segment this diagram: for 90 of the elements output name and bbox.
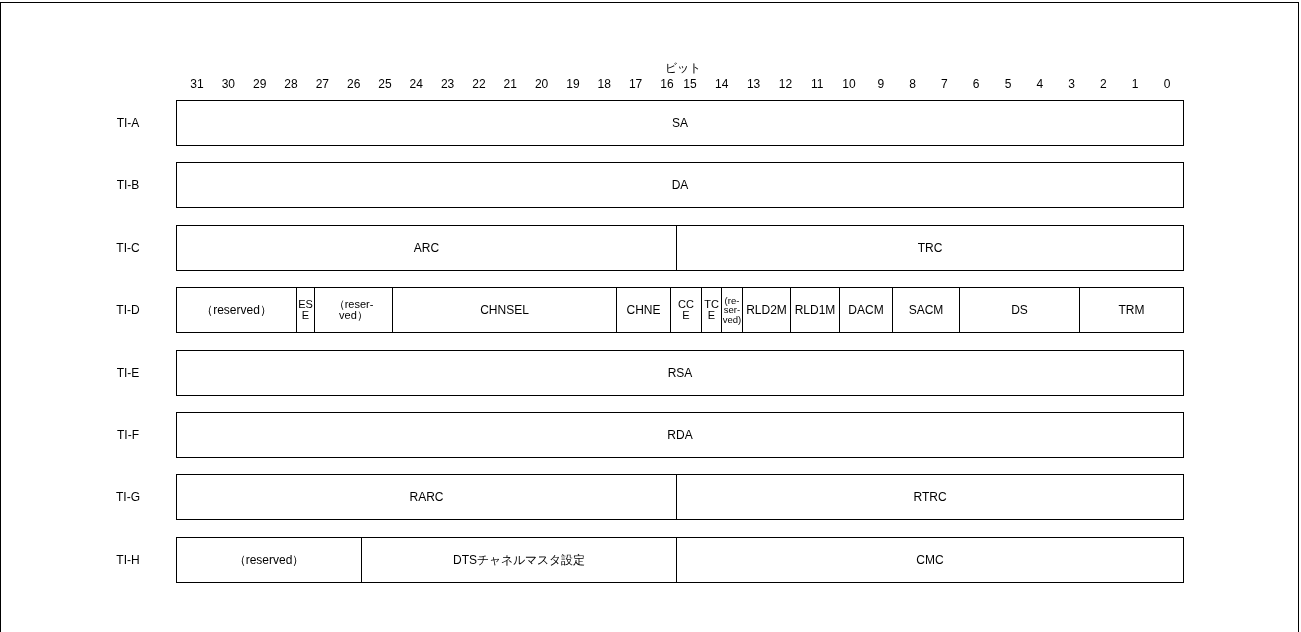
bit-number: 4 (1036, 77, 1044, 91)
bit-number: 10 (842, 77, 856, 91)
register-name: TI-E (116, 366, 140, 380)
bit-field-box (176, 537, 362, 583)
register-name: TI-F (117, 428, 139, 442)
bit-field-box (176, 100, 1184, 146)
bit-number: 17 (628, 77, 643, 91)
bit-field-box (361, 537, 677, 583)
register-name: TI-H (116, 553, 140, 567)
field-name: RSA (667, 366, 693, 380)
bit-number: 25 (378, 77, 392, 91)
bit-field-box (176, 412, 1184, 458)
bit-field-box (839, 287, 893, 333)
field-name: （reserved） (201, 303, 272, 317)
register-name: TI-B (116, 178, 140, 192)
field-name: RTRC (913, 490, 947, 504)
bit-field-box (616, 287, 671, 333)
bit-field-box (676, 474, 1184, 520)
bit-number: 30 (221, 77, 235, 91)
bit-field-box (314, 287, 393, 333)
bit-number: 0 (1163, 77, 1171, 91)
bit-number: 19 (566, 77, 580, 91)
bit-number: 9 (877, 77, 885, 91)
field-name: CHNE (626, 303, 661, 317)
bit-number: 18 (597, 77, 611, 91)
bit-number: 6 (972, 77, 980, 91)
register-name: TI-G (116, 490, 140, 504)
bit-field-box (959, 287, 1080, 333)
bit-number: 28 (284, 77, 298, 91)
field-name: SA (672, 116, 688, 130)
bit-number: 29 (253, 77, 267, 91)
bit-number: 26 (346, 77, 361, 91)
bit-field-box (392, 287, 617, 333)
bit-field-box (676, 225, 1184, 271)
field-name: CMC (916, 553, 944, 567)
field-name: DA (671, 178, 689, 192)
bit-number: 8 (909, 77, 916, 91)
field-name: DTSチャネルマスタ設定 (453, 553, 585, 567)
bit-number: 2 (1100, 77, 1107, 91)
field-name: CHNSEL (480, 303, 529, 317)
bit-field-box (1079, 287, 1184, 333)
bit-field-box (790, 287, 840, 333)
bit-number: 12 (778, 77, 793, 91)
field-name: TRC (917, 241, 943, 255)
field-name: RDA (667, 428, 693, 442)
field-name: CC E (678, 299, 694, 321)
field-name: DS (1011, 303, 1028, 317)
bit-number: 21 (503, 77, 517, 91)
field-name: RARC (409, 490, 444, 504)
bit-field-box (676, 537, 1184, 583)
bit-number: 15 (683, 77, 697, 91)
bit-field-box (701, 287, 722, 333)
bit-field-box (176, 474, 677, 520)
bit-field-box (670, 287, 702, 333)
bit-field-box (721, 287, 743, 333)
bit-number: 16 (660, 77, 674, 91)
register-name: TI-C (116, 241, 140, 255)
field-name: DACM (848, 303, 884, 317)
bit-number: 3 (1068, 77, 1075, 91)
field-name: SACM (908, 303, 944, 317)
bit-number: 22 (472, 77, 486, 91)
bit-field-box (892, 287, 960, 333)
field-name: TC E (704, 299, 719, 321)
axis-title: ビット (665, 60, 701, 77)
bit-number: 31 (190, 77, 204, 91)
bit-field-box (742, 287, 791, 333)
bit-number: 14 (715, 77, 729, 91)
bit-number: 20 (534, 77, 549, 91)
field-name: （reserved） (233, 553, 305, 567)
bit-field-box (176, 287, 297, 333)
bit-number: 24 (409, 77, 423, 91)
bit-field-box (176, 162, 1184, 208)
register-name: TI-A (116, 116, 140, 130)
bit-number: 7 (941, 77, 948, 91)
field-name: ARC (413, 241, 440, 255)
bit-number: 11 (810, 77, 824, 91)
field-name: （reser- ved） (333, 299, 374, 321)
bit-number: 5 (1004, 77, 1012, 91)
field-name: ES E (298, 299, 313, 321)
field-name: (re- ser- ved) (722, 295, 742, 325)
field-name: TRM (1118, 303, 1145, 317)
bit-number: 13 (746, 77, 761, 91)
register-name: TI-D (116, 303, 140, 317)
field-name: RLD1M (794, 303, 836, 317)
bit-field-box (176, 350, 1184, 396)
bit-number: 23 (440, 77, 455, 91)
field-name: RLD2M (746, 303, 787, 317)
bit-number: 1 (1131, 77, 1139, 91)
bit-field-box (176, 225, 677, 271)
bit-number: 27 (315, 77, 329, 91)
